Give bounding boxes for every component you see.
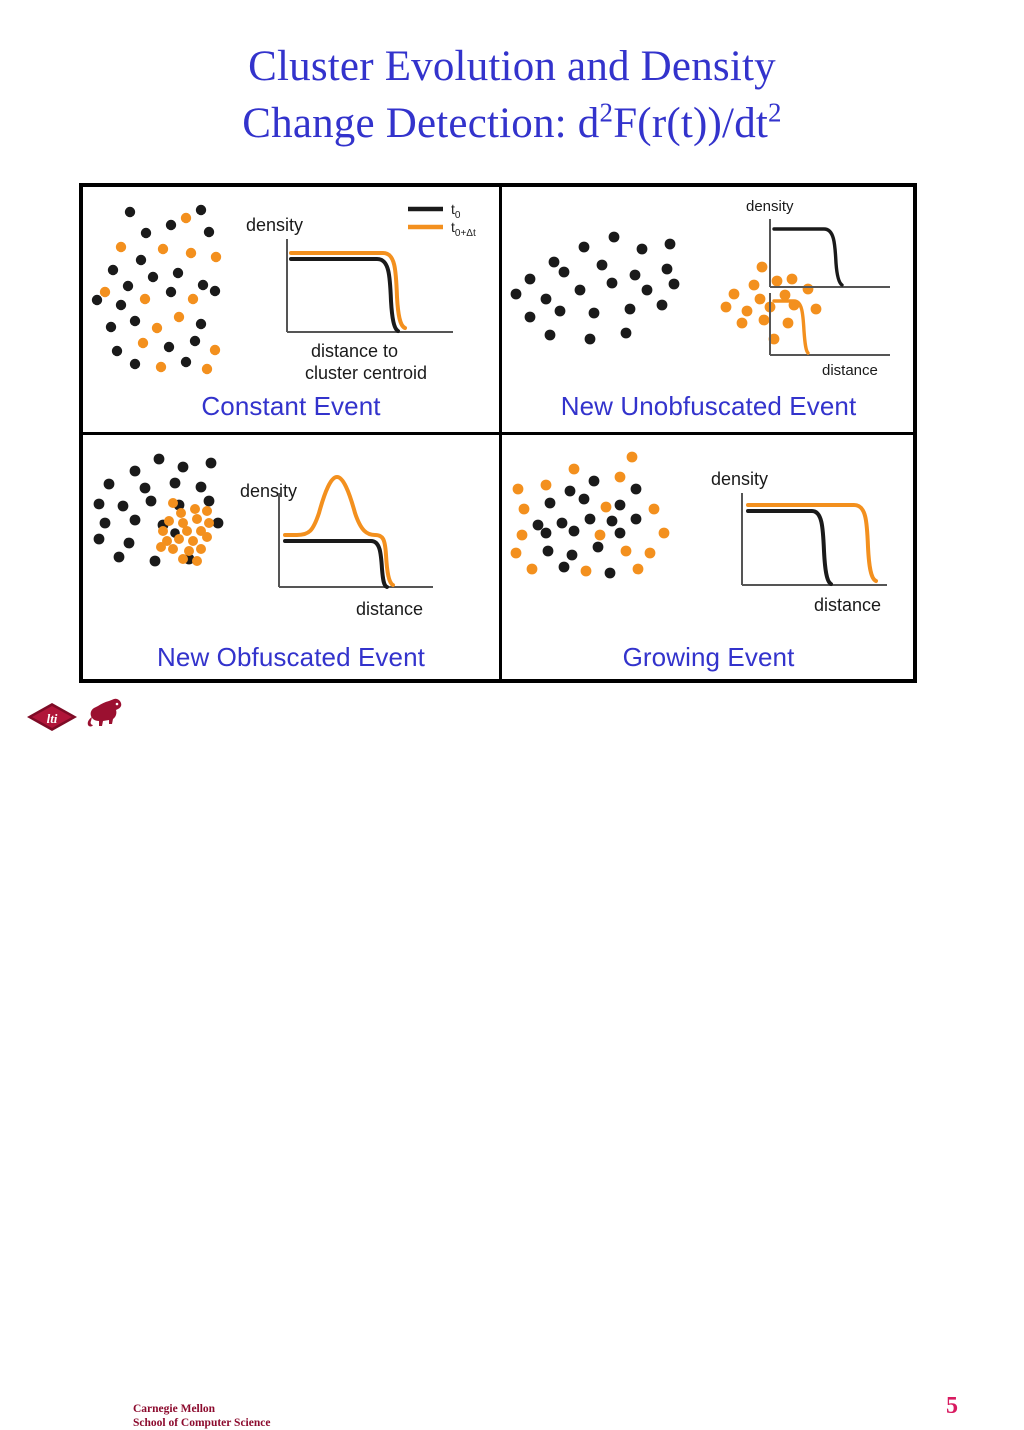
curve-t0: [285, 541, 387, 587]
panel-new-obfuscated-event[interactable]: density distance New Obfuscated Event: [83, 435, 499, 679]
title-superscript-1: 2: [599, 98, 613, 128]
event-type-matrix: t0 t0+Δt density distance to cluster cen…: [79, 183, 917, 683]
y-axis-label-density: density: [711, 469, 768, 489]
slide-footer: lti Carnegie Mellon School of Computer S…: [0, 690, 1024, 768]
svg-text:t0+Δt: t0+Δt: [451, 219, 476, 239]
cmu-org-line-2: School of Computer Science: [133, 1417, 270, 1430]
constant-event-legend: t0 t0+Δt: [408, 201, 476, 239]
y-axis-label-density: density: [240, 481, 297, 501]
cmu-org-line-1: Carnegie Mellon: [133, 1403, 270, 1417]
panel-constant-event[interactable]: t0 t0+Δt density distance to cluster cen…: [83, 187, 499, 432]
panel-caption-new-obfuscated-event: New Obfuscated Event: [83, 642, 499, 673]
y-axis-label-density: density: [246, 215, 303, 235]
page-number: 5: [946, 1393, 958, 1420]
curve-t0: [291, 259, 398, 331]
cmu-school-text: Carnegie Mellon School of Computer Scien…: [133, 1403, 270, 1430]
curve-t0: [774, 229, 842, 285]
x-axis-label-distance: distance: [822, 362, 878, 379]
x-axis-label-line2: cluster centroid: [305, 363, 427, 383]
title-line-2-pre: Change Detection: d: [242, 100, 599, 147]
title-line-2-mid: F(r(t))/dt: [613, 100, 768, 147]
growing-event-scatter: [511, 452, 670, 579]
y-axis-label-density: density: [746, 198, 794, 215]
constant-event-scatter: [92, 205, 221, 374]
panel-growing-event[interactable]: density distance Growing Event: [502, 435, 915, 679]
new-unobfuscated-scatter-black: [511, 232, 680, 345]
panel-caption-constant-event: Constant Event: [83, 391, 499, 422]
curve-t0: [748, 511, 831, 584]
curve-t0-plus-dt: [285, 477, 393, 585]
panel-new-unobfuscated-event[interactable]: density distance New Unobfuscated Event: [502, 187, 915, 432]
page-title: Cluster Evolution and Density Change Det…: [0, 38, 1024, 152]
panel-caption-growing-event: Growing Event: [502, 642, 915, 673]
title-line-1: Cluster Evolution and Density: [0, 38, 1024, 95]
title-line-2: Change Detection: d2F(r(t))/dt2: [0, 95, 1024, 152]
title-superscript-2: 2: [768, 98, 782, 128]
svg-text:lti: lti: [47, 711, 58, 726]
cmu-scottie-dog-icon: [84, 696, 128, 732]
curve-t0-plus-dt: [748, 505, 876, 581]
new-obfuscated-scatter-orange: [156, 498, 214, 566]
x-axis-label-distance: distance: [814, 595, 881, 615]
x-axis-label-distance: distance: [356, 599, 423, 619]
x-axis-label-line1: distance to: [311, 341, 398, 361]
lti-logo-icon: lti: [26, 702, 78, 732]
panel-caption-new-unobfuscated-event: New Unobfuscated Event: [502, 391, 915, 422]
svg-text:t0: t0: [451, 201, 461, 221]
